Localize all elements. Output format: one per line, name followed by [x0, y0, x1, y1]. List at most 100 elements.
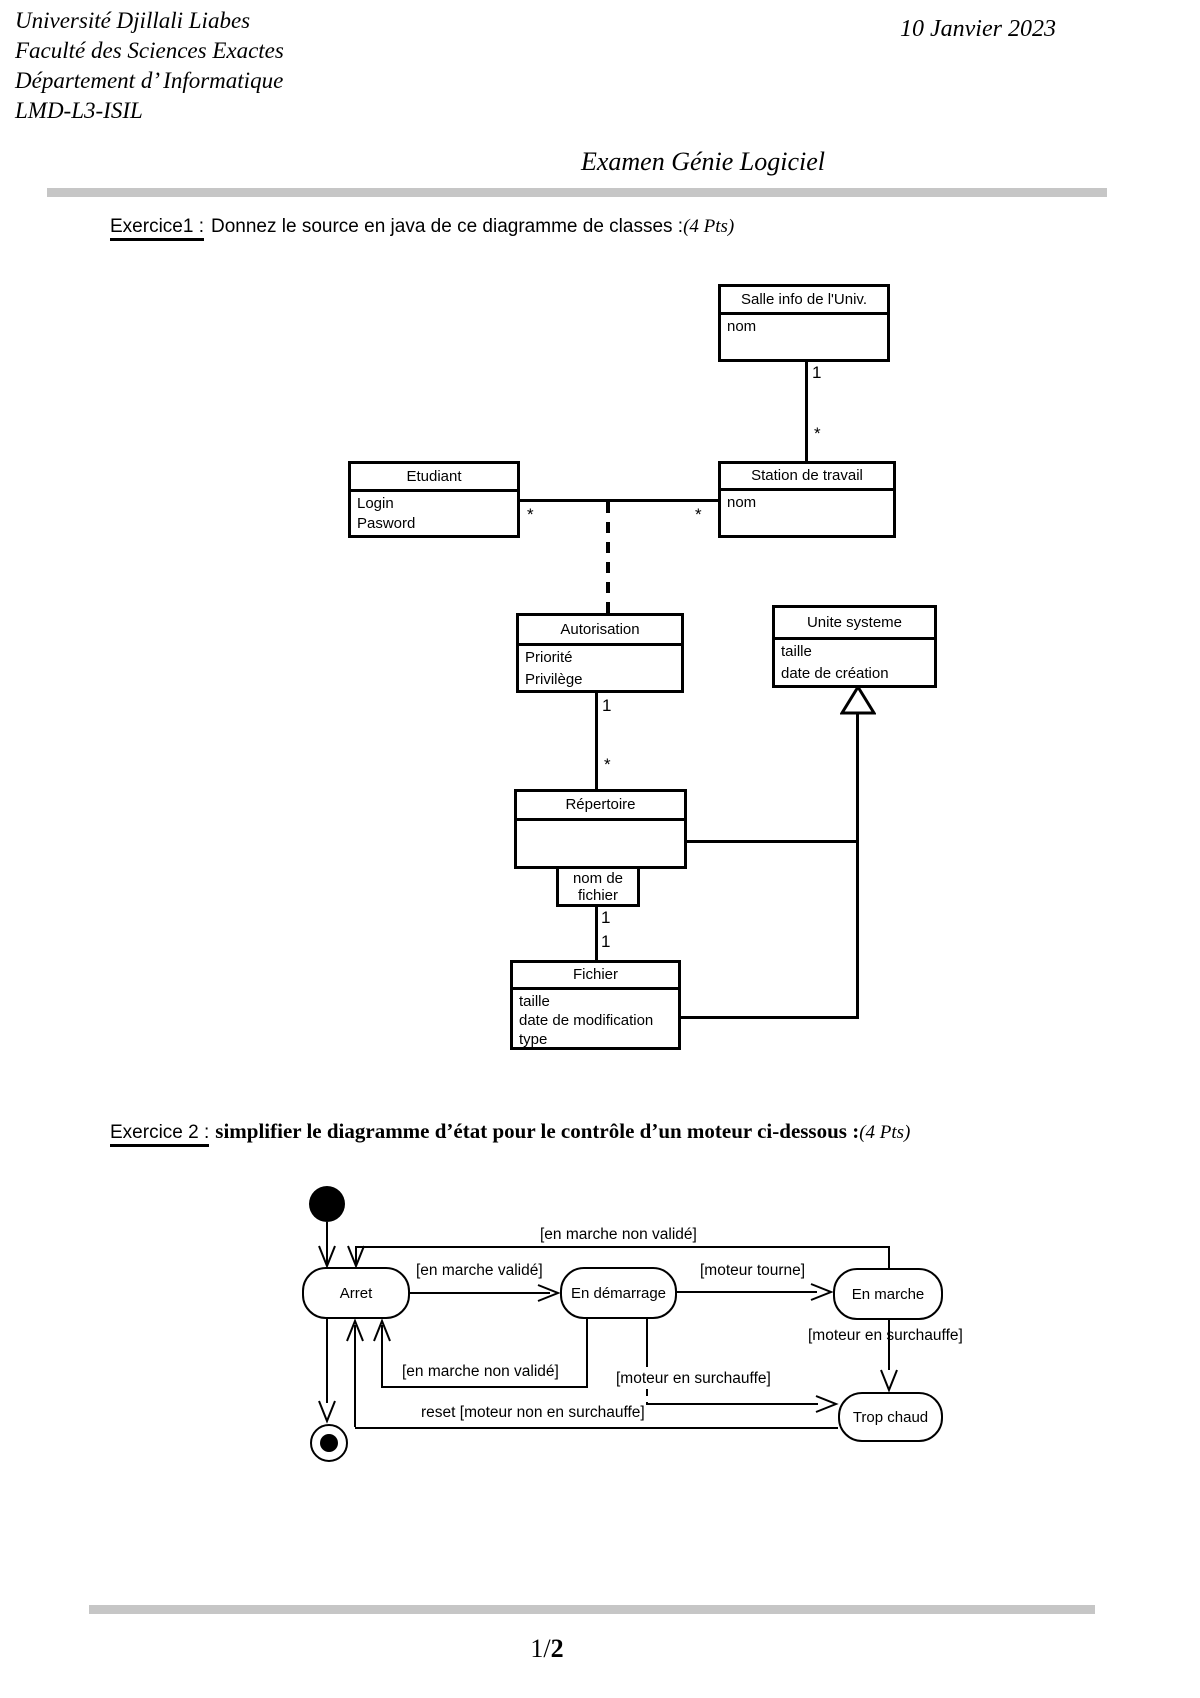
state-arret-label: Arret: [339, 1284, 373, 1302]
exam-date: 10 Janvier 2023: [900, 16, 1056, 42]
uml-class-etudiant: Etudiant Login Pasword: [348, 461, 520, 538]
transition-line-arret-final: [326, 1319, 328, 1403]
assoc-line-autorisation-repertoire: [595, 693, 598, 789]
exercise2-points: (4 Pts): [859, 1122, 911, 1143]
uml-attr: nom: [727, 494, 757, 511]
exercise2-label: Exercice 2 :: [110, 1122, 210, 1147]
institution-line-1: Université Djillali Liabes: [15, 8, 251, 33]
exercise1-points: (4 Pts): [683, 216, 735, 237]
uml-attr: date de création: [781, 665, 889, 682]
arrowhead-arret-to-demarrage-icon: [537, 1284, 561, 1302]
uml-attr: taille: [781, 643, 812, 660]
assoc-line-repertoire-fichier: [595, 905, 598, 960]
transition-line-marche-trop: [888, 1320, 890, 1370]
page-number: 1/2: [0, 1634, 1094, 1664]
initial-state-icon: [309, 1186, 345, 1222]
multiplicity-autorisation: 1: [602, 696, 612, 715]
transition-line-arret-demarrage: [410, 1292, 550, 1294]
transition-label-demarrage-to-arret: [en marche non validé]: [402, 1363, 559, 1380]
uml-class-fichier: Fichier taille date de modification type: [510, 960, 681, 1050]
institution-line-2: Faculté des Sciences Exactes: [15, 38, 284, 63]
uml-class-unite-attrs: taille date de création: [775, 640, 934, 685]
arrowhead-demarrage-to-trop-icon: [815, 1395, 839, 1413]
transition-label-marche-to-arret: [en marche non validé]: [540, 1226, 697, 1243]
transition-label-demarrage-to-trop: [moteur en surchauffe]: [616, 1370, 771, 1387]
uml-attr: Login: [357, 495, 394, 512]
uml-class-autorisation-name: Autorisation: [519, 616, 681, 646]
transition-line-demarrage-marche: [677, 1291, 817, 1293]
uml-class-autorisation: Autorisation Priorité Privilège: [516, 613, 684, 693]
state-trop-chaud-label: Trop chaud: [852, 1408, 929, 1426]
uml-class-fichier-name: Fichier: [513, 963, 678, 990]
generalization-triangle-icon: [840, 685, 876, 715]
final-state-core-icon: [320, 1434, 338, 1452]
transition-label-arret-to-demarrage: [en marche validé]: [416, 1262, 543, 1279]
uml-attr: Priorité: [525, 649, 573, 666]
uml-association-class-label: nom de fichier: [556, 866, 640, 907]
assoc-line-etudiant-station: [519, 499, 718, 502]
page-number-prefix: 1/: [530, 1634, 551, 1663]
transition-line-demarrage-arret-horizontal: [382, 1386, 588, 1388]
state-trop-chaud: Trop chaud: [838, 1392, 943, 1442]
uml-class-unite-name: Unite systeme: [775, 608, 934, 640]
uml-class-salle: Salle info de l'Univ. nom: [718, 284, 890, 362]
uml-attr: nom: [727, 318, 757, 335]
uml-attr: type: [519, 1031, 548, 1048]
state-marche-label: En marche: [851, 1285, 925, 1303]
multiplicity-station-assoc: *: [695, 505, 702, 524]
transition-line-demarrage-arret-drop: [586, 1319, 588, 1388]
generalization-branch-fichier: [681, 1016, 859, 1019]
arrowhead-marche-to-arret-icon: [347, 1245, 365, 1269]
uml-attr: Pasword: [357, 515, 416, 532]
uml-class-station-name: Station de travail: [721, 464, 893, 491]
transition-label-trop-to-arret: reset [moteur non en surchauffe]: [421, 1404, 645, 1421]
exercise1-text: Donnez le source en java de ce diagramme…: [210, 216, 684, 237]
arrowhead-arret-to-final-icon: [318, 1400, 336, 1424]
multiplicity-fichier: 1: [601, 932, 611, 951]
uml-class-etudiant-attrs: Login Pasword: [351, 492, 517, 534]
uml-class-salle-attrs: nom: [721, 315, 887, 337]
state-demarrage: En démarrage: [560, 1267, 677, 1319]
multiplicity-etudiant: *: [527, 505, 534, 524]
assoc-line-salle-station: [805, 362, 808, 461]
exercise1-heading: Exercice1 : Donnez le source en java de c…: [110, 216, 735, 241]
document-title: Examen Génie Logiciel: [580, 147, 826, 176]
uml-class-unite: Unite systeme taille date de création: [772, 605, 937, 688]
transition-line-demarrage-trop-dashed: [646, 1389, 648, 1404]
state-arret: Arret: [302, 1267, 410, 1319]
footer-divider: [89, 1605, 1095, 1614]
state-marche: En marche: [833, 1268, 943, 1320]
multiplicity-repertoire: *: [604, 755, 611, 774]
arrowhead-marche-to-trop-icon: [880, 1369, 898, 1393]
transition-label-demarrage-to-marche: [moteur tourne]: [700, 1262, 806, 1279]
header-divider: [47, 188, 1107, 197]
exercise2-text: simplifier le diagramme d’état pour le c…: [215, 1119, 860, 1143]
arrowhead-demarrage-to-arret-icon: [373, 1318, 391, 1342]
arrowhead-demarrage-to-marche-icon: [810, 1283, 834, 1301]
uml-class-station: Station de travail nom: [718, 461, 896, 538]
uml-class-station-attrs: nom: [721, 491, 893, 513]
uml-class-fichier-attrs: taille date de modification type: [513, 990, 678, 1049]
transition-line-trop-arret-horizontal: [355, 1427, 838, 1429]
association-label-line1: nom de: [572, 870, 624, 887]
uml-class-repertoire-name: Répertoire: [517, 792, 684, 821]
page-number-suffix: 2: [550, 1634, 564, 1663]
state-demarrage-label: En démarrage: [570, 1284, 667, 1302]
transition-line-initial-arret: [326, 1222, 328, 1264]
transition-line-marche-top-stub: [888, 1246, 890, 1268]
exercise1-label: Exercice1 :: [110, 216, 204, 241]
uml-attr: date de modification: [519, 1012, 654, 1029]
final-state-icon: [310, 1424, 348, 1462]
transition-line-marche-arret-drop: [355, 1248, 357, 1264]
arrowhead-initial-to-arret-icon: [318, 1245, 336, 1269]
uml-attr: Privilège: [525, 671, 583, 688]
uml-class-repertoire: Répertoire: [514, 789, 687, 869]
transition-line-demarrage-trop-horizontal: [646, 1403, 818, 1405]
assoc-class-dashed-line: [606, 502, 610, 613]
uml-class-salle-name: Salle info de l'Univ.: [721, 287, 887, 315]
uml-class-autorisation-attrs: Priorité Privilège: [519, 646, 681, 691]
transition-line-marche-arret-top: [355, 1246, 890, 1248]
institution-line-4: LMD-L3-ISIL: [15, 98, 143, 123]
transition-line-trop-arret-vertical: [354, 1325, 356, 1427]
